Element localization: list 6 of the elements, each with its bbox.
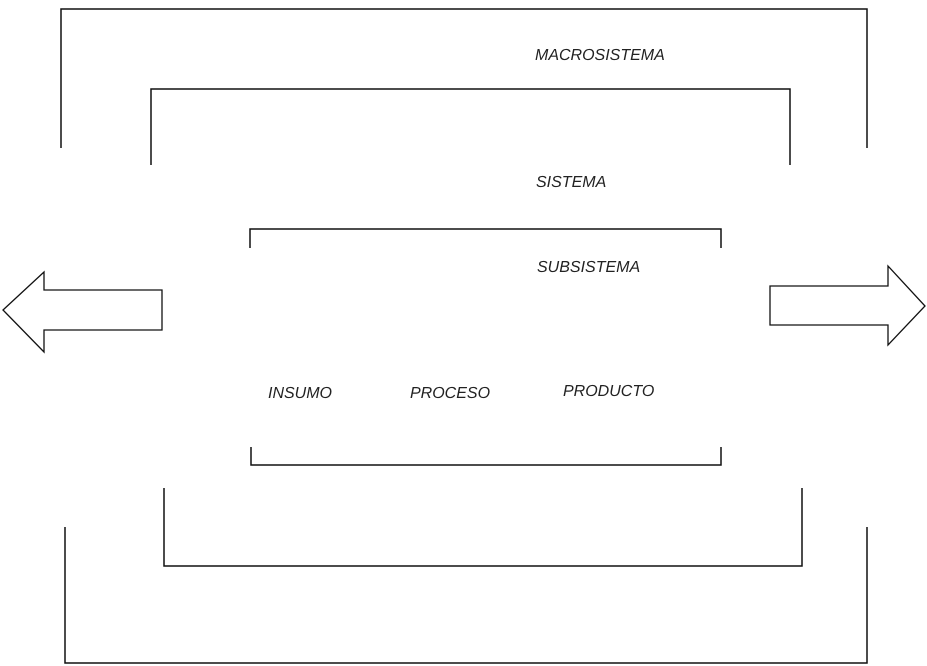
stage-label: INSUMO (268, 386, 332, 402)
stage-label: PROCESO (410, 386, 490, 402)
stage-label: PRODUCTO (563, 384, 654, 400)
system-label: MACROSISTEMA (535, 48, 665, 64)
system-label: SUBSISTEMA (537, 260, 640, 276)
system-label: SISTEMA (536, 175, 606, 191)
